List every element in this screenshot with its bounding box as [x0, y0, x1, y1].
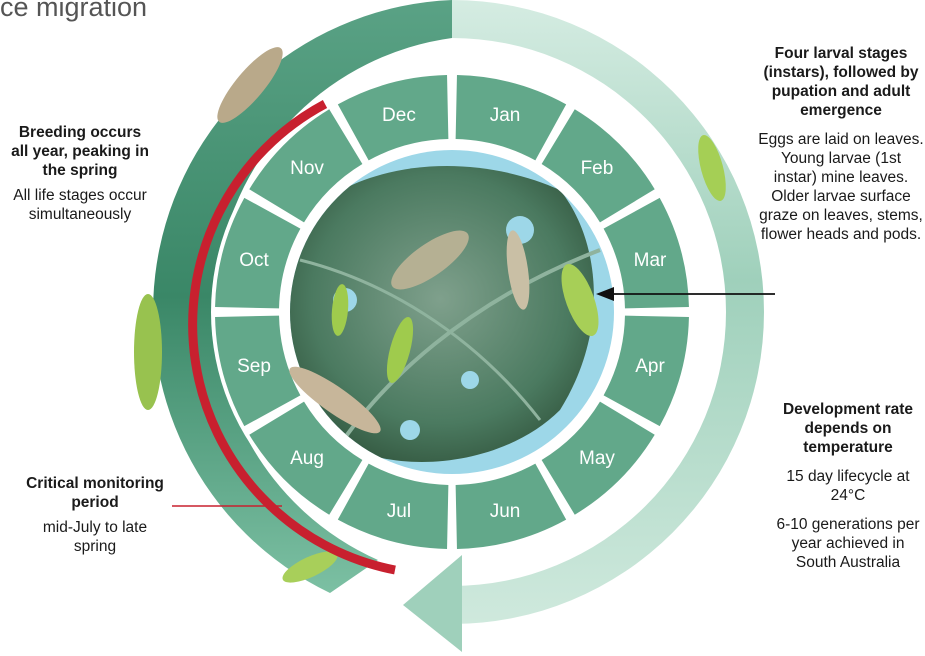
development-heading: Development rate depends on temperature	[775, 400, 921, 457]
breeding-heading: Breeding occurs all year, peaking in the…	[10, 123, 150, 180]
month-label-nov: Nov	[290, 158, 324, 179]
larval-body: Eggs are laid on leaves. Young larvae (1…	[758, 130, 924, 244]
month-label-may: May	[579, 448, 615, 469]
development-lifecycle: 15 day lifecycle at 24°C	[775, 467, 921, 505]
month-label-dec: Dec	[382, 105, 416, 126]
larval-heading: Four larval stages (instars), followed b…	[758, 44, 924, 120]
month-label-feb: Feb	[581, 158, 614, 179]
critical-body: mid-July to late spring	[20, 518, 170, 556]
month-label-jan: Jan	[490, 105, 521, 126]
month-label-jul: Jul	[387, 501, 411, 522]
month-label-apr: Apr	[635, 356, 665, 377]
month-label-aug: Aug	[290, 448, 324, 469]
critical-heading: Critical monitoring period	[20, 474, 170, 512]
month-label-mar: Mar	[634, 250, 667, 271]
breeding-body: All life stages occur simultaneously	[10, 186, 150, 224]
development-generations: 6-10 generations per year achieved in So…	[775, 515, 921, 572]
month-label-sep: Sep	[237, 356, 271, 377]
larval-note: Four larval stages (instars), followed b…	[758, 44, 924, 244]
breeding-note: Breeding occurs all year, peaking in the…	[10, 123, 150, 224]
cycle-arrow-head	[403, 555, 462, 652]
development-note: Development rate depends on temperature …	[775, 400, 921, 572]
month-label-jun: Jun	[490, 501, 521, 522]
critical-note: Critical monitoring period mid-July to l…	[20, 474, 170, 556]
month-label-oct: Oct	[239, 250, 269, 271]
